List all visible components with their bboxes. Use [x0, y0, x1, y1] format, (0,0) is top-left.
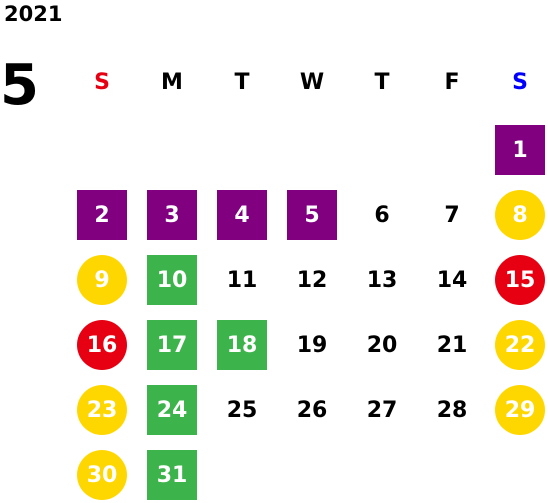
day-cell[interactable]: 6: [374, 202, 390, 228]
day-cell[interactable]: 11: [226, 267, 258, 293]
day-cell[interactable]: 24: [147, 385, 197, 435]
day-cell[interactable]: 1: [495, 125, 545, 175]
day-cell[interactable]: 17: [147, 320, 197, 370]
day-cell[interactable]: 7: [444, 202, 460, 228]
day-cell[interactable]: 20: [366, 332, 398, 358]
day-cell[interactable]: 5: [287, 190, 337, 240]
day-cell[interactable]: 2: [77, 190, 127, 240]
day-cell[interactable]: 31: [147, 450, 197, 500]
day-cell[interactable]: 27: [366, 397, 398, 423]
day-cell[interactable]: 26: [296, 397, 328, 423]
day-cell[interactable]: 8: [495, 190, 545, 240]
day-cell[interactable]: 25: [226, 397, 258, 423]
day-cell[interactable]: 3: [147, 190, 197, 240]
weekday-label: S: [512, 70, 528, 95]
weekday-label: M: [161, 70, 183, 95]
weekday-label: T: [234, 70, 250, 95]
year-label: 2021: [4, 2, 63, 26]
day-cell[interactable]: 16: [77, 320, 127, 370]
day-cell[interactable]: 30: [77, 450, 127, 500]
day-cell[interactable]: 14: [436, 267, 468, 293]
day-cell[interactable]: 19: [296, 332, 328, 358]
day-cell[interactable]: 15: [495, 255, 545, 305]
day-cell[interactable]: 29: [495, 385, 545, 435]
day-cell[interactable]: 18: [217, 320, 267, 370]
weekday-label: F: [444, 70, 460, 95]
day-cell[interactable]: 28: [436, 397, 468, 423]
day-cell[interactable]: 13: [366, 267, 398, 293]
day-cell[interactable]: 22: [495, 320, 545, 370]
day-cell[interactable]: 10: [147, 255, 197, 305]
day-cell[interactable]: 9: [77, 255, 127, 305]
weekday-label: T: [374, 70, 390, 95]
month-number: 5: [0, 53, 39, 118]
weekday-label: W: [299, 70, 325, 95]
day-cell[interactable]: 12: [296, 267, 328, 293]
weekday-label: S: [94, 70, 110, 95]
day-cell[interactable]: 23: [77, 385, 127, 435]
day-cell[interactable]: 4: [217, 190, 267, 240]
day-cell[interactable]: 21: [436, 332, 468, 358]
